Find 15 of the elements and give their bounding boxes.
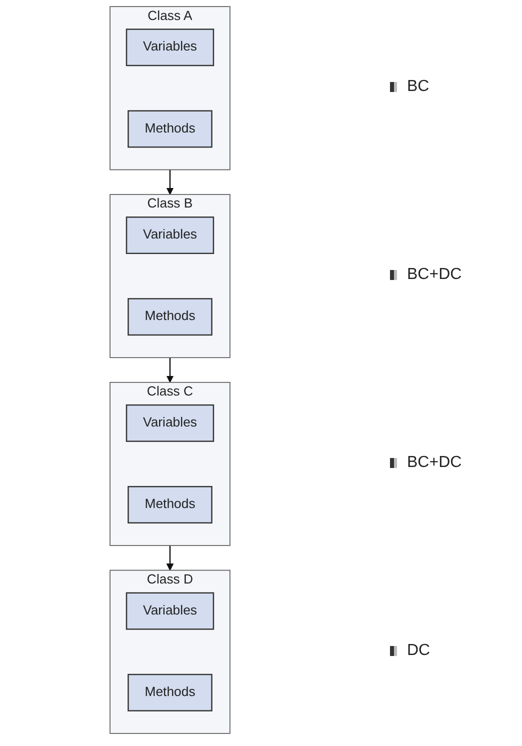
node-box: Methods [128,674,212,712]
arrow [166,546,174,571]
arrow [166,358,174,383]
node-box: Methods [128,486,212,524]
note-text: BC+DC [407,454,462,472]
node-box: Variables [126,216,214,254]
node-box: Variables [126,404,214,442]
node-box: Methods [128,298,212,336]
arrow [166,170,174,195]
node-box: Methods [128,110,212,148]
node-box: Variables [126,28,214,66]
note-text: BC+DC [407,266,462,284]
note-text: DC [407,642,430,660]
node-box: Variables [126,592,214,630]
note-text: BC [407,78,430,96]
